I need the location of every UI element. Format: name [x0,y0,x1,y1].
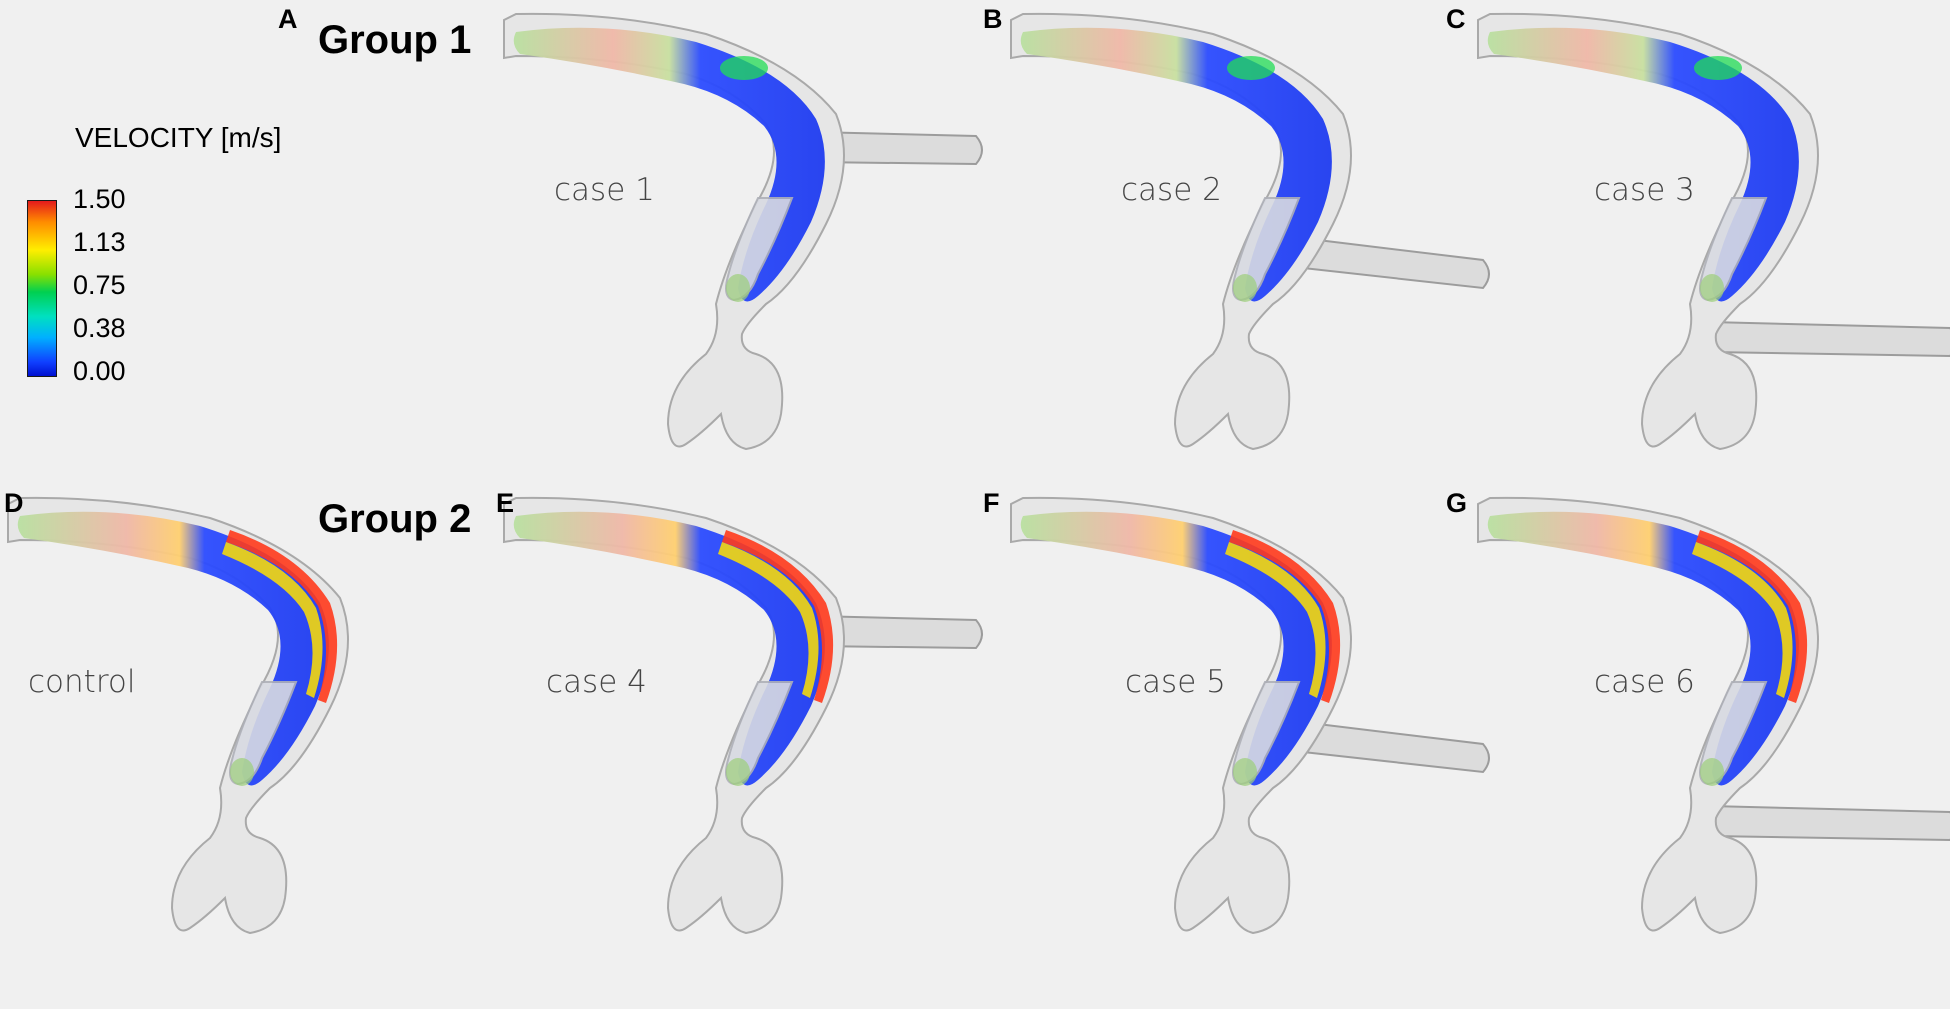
high-velocity-jet [226,530,338,703]
vessel-group [1477,12,1950,451]
vessel-group [7,496,349,935]
case-label: case 5 [1125,664,1226,700]
panel-f: F case 5 [983,488,1491,988]
panel-letter: F [983,488,1000,518]
side-branch-pipe [1709,804,1950,842]
velocity-field [1487,511,1799,786]
high-velocity-jet [722,530,834,703]
velocity-field [1020,511,1332,786]
legend-tick: 0.38 [73,313,126,343]
distal-flow [726,274,750,302]
vessel-group [1010,496,1490,935]
distal-flow [1233,758,1257,786]
vessel-model-svg [1010,496,1490,935]
high-velocity-jet [1229,530,1341,703]
vessel-model-svg [1010,12,1490,451]
panel-b: B case 2 [983,4,1491,504]
panel-d: D control [0,488,488,988]
panel-letter: B [983,4,1003,34]
panel-letter: C [1446,4,1466,34]
vessel-model-svg [503,12,983,451]
distal-flow [230,758,254,786]
velocity-field [17,511,329,786]
side-branch-pipe [1284,234,1490,290]
legend-tick: 0.75 [73,270,126,300]
panel-a: A case 1 [278,4,984,504]
case-label: control [28,664,136,700]
legend-title: VELOCITY [m/s] [75,122,282,153]
legend-tick: 1.13 [73,227,126,257]
distal-flow [1233,274,1257,302]
case-label: case 3 [1594,172,1695,208]
panel-letter: G [1446,488,1468,518]
panel-c: C case 3 [1446,4,1950,504]
velocity-colorbar [27,200,57,377]
vessel-group [1010,12,1490,451]
side-branch-pipe [1284,718,1490,774]
case-label: case 1 [554,172,655,208]
velocity-field [513,27,825,302]
jet-halo [1692,542,1793,698]
mid-velocity-spot [1227,56,1275,80]
distal-flow [726,758,750,786]
velocity-field [1487,27,1799,302]
velocity-field [513,511,825,786]
vessel-group [503,496,983,935]
vessel-model-svg [1477,496,1950,935]
vessel-model-svg [1477,12,1950,451]
side-branch-pipe [813,614,983,650]
distal-flow [1700,758,1724,786]
case-label: case 4 [546,664,647,700]
mid-velocity-spot [720,56,768,80]
velocity-field [1020,27,1332,302]
panel-letter: A [278,4,298,34]
vessel-group [1477,496,1950,935]
vessel-model-svg [7,496,349,935]
mid-velocity-spot [1694,56,1742,80]
panel-letter: E [496,488,515,518]
side-branch-pipe [813,130,983,166]
panel-g: G case 6 [1446,488,1950,988]
vessel-model-svg [503,496,983,935]
legend-tick-min: 0.00 [73,356,126,386]
vessel-group [503,12,983,451]
group-2-title: Group 2 [318,497,472,541]
jet-halo [222,542,323,698]
high-velocity-jet [1696,530,1808,703]
case-label: case 6 [1594,664,1695,700]
jet-halo [1225,542,1326,698]
jet-halo [718,542,819,698]
group-1-title: Group 1 [318,18,472,62]
side-branch-pipe [1709,320,1950,358]
legend-tick-max: 1.50 [73,184,126,214]
distal-flow [1700,274,1724,302]
panel-letter: D [4,488,24,518]
case-label: case 2 [1121,172,1222,208]
panel-e: E case 4 [496,488,984,988]
